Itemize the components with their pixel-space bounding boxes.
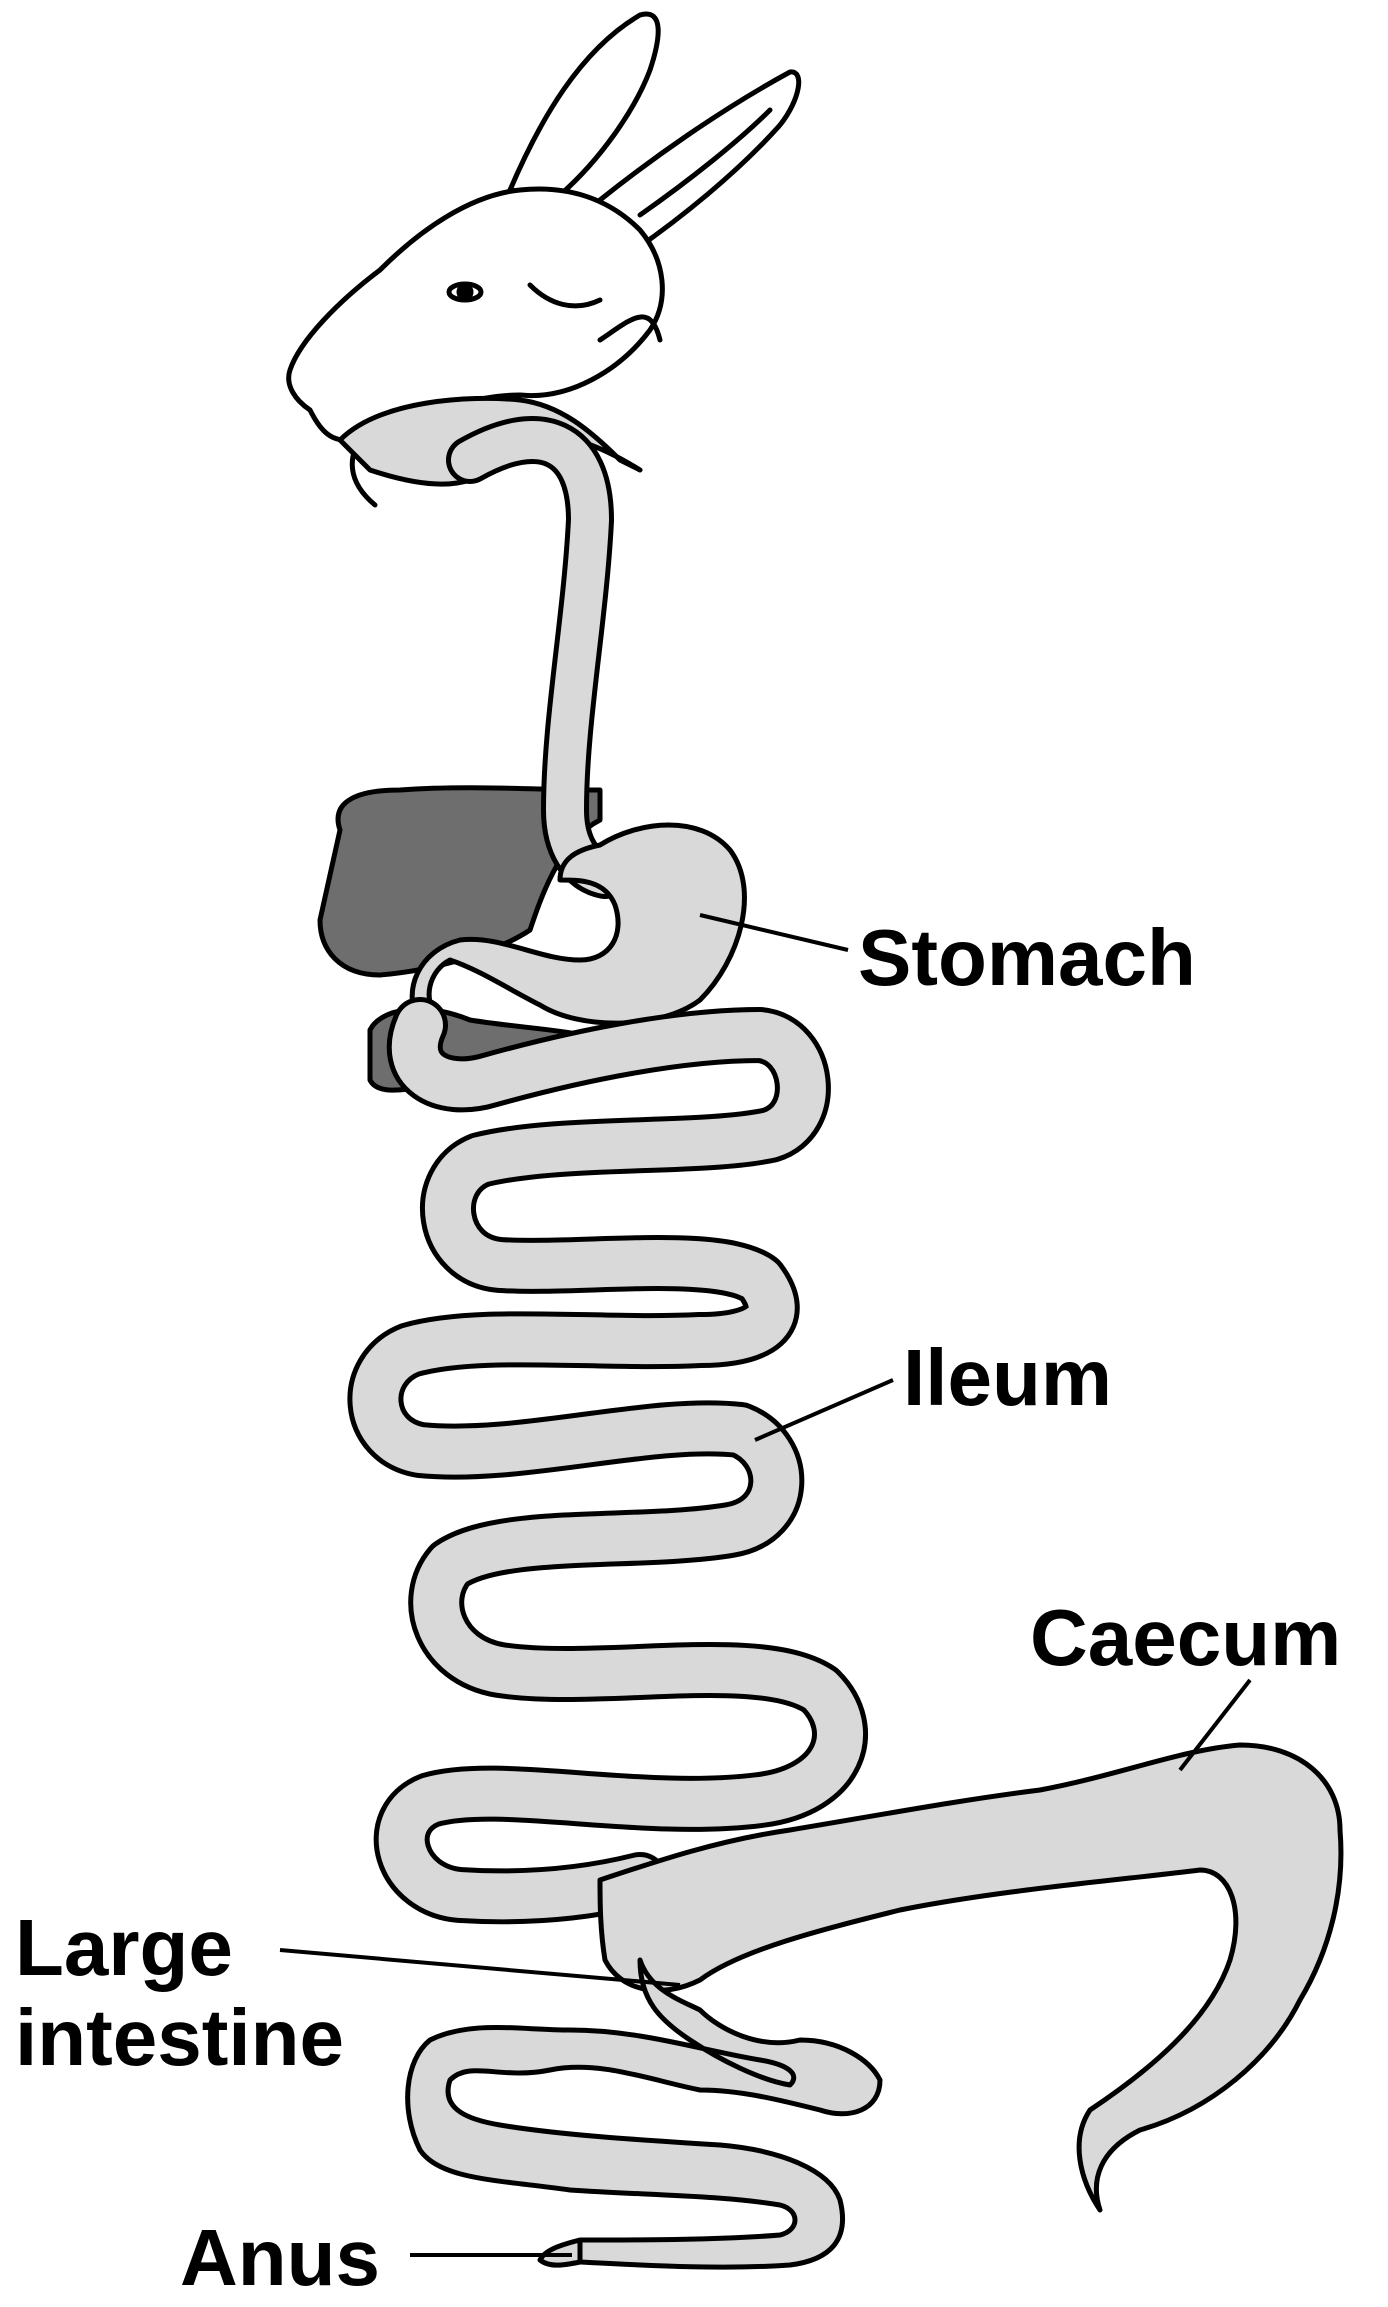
caecum-label: Caecum — [1030, 1593, 1341, 1682]
stomach-label: Stomach — [858, 913, 1196, 1002]
anus-label: Anus — [180, 2213, 380, 2302]
large-intestine — [408, 1960, 880, 2267]
rabbit-ear-back — [510, 14, 658, 195]
large-intestine-label-line1: Large — [15, 1903, 233, 1992]
ileum-leader-line — [755, 1380, 893, 1440]
large-intestine-label-line2: intestine — [15, 1993, 344, 2082]
anus — [540, 2240, 580, 2265]
rabbit-pupil — [459, 286, 471, 298]
ileum-label: Ileum — [903, 1333, 1112, 1422]
